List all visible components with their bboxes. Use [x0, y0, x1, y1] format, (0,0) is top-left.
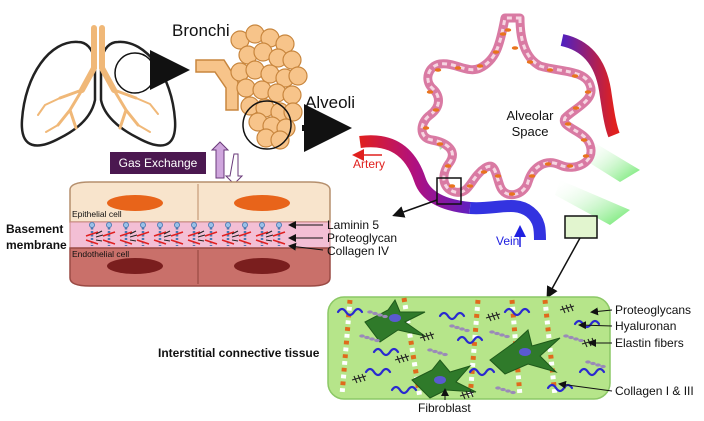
alveoli-label: Alveoli — [305, 93, 355, 112]
collagen-iv-label: Collagen IV — [327, 244, 389, 258]
bronchi-label: Bronchi — [172, 21, 230, 40]
basement-label-2: membrane — [6, 238, 67, 252]
vein-label: Vein — [496, 234, 519, 248]
fibroblast-label: Fibroblast — [418, 401, 471, 415]
artery-label: Artery — [353, 157, 385, 171]
proteoglycan-label: Proteoglycan — [327, 231, 397, 245]
alveolus-illustration — [359, 13, 640, 241]
elastin-label: Elastin fibers — [615, 336, 684, 350]
zoom-box-interstitium — [564, 215, 598, 239]
epithelial-cell-label: Epithelial cell — [72, 209, 122, 219]
proteoglycans-label: Proteoglycans — [615, 303, 691, 317]
hyaluronan-label: Hyaluronan — [615, 319, 676, 333]
gas-exchange-label: Gas Exchange — [119, 156, 198, 170]
interstitial-contents — [336, 297, 606, 400]
gas-exchange-arrows — [210, 141, 244, 185]
alveolar-space-label-2: Space — [512, 124, 549, 139]
lungs-illustration — [20, 25, 190, 147]
bronchi-illustration — [195, 24, 308, 150]
gas-exchange-box — [110, 152, 206, 174]
collagen-1-3-label: Collagen I & III — [615, 384, 694, 398]
laminin-label: Laminin 5 — [327, 218, 379, 232]
interstitial-label: Interstitial connective tissue — [158, 346, 320, 360]
zoom-box-membrane — [436, 177, 462, 205]
endothelial-cell-label: Endothelial cell — [72, 249, 129, 259]
basement-membrane-illustration — [69, 181, 331, 287]
basement-label-1: Basement — [6, 222, 63, 236]
alveolar-space-label-1: Alveolar — [507, 108, 555, 123]
